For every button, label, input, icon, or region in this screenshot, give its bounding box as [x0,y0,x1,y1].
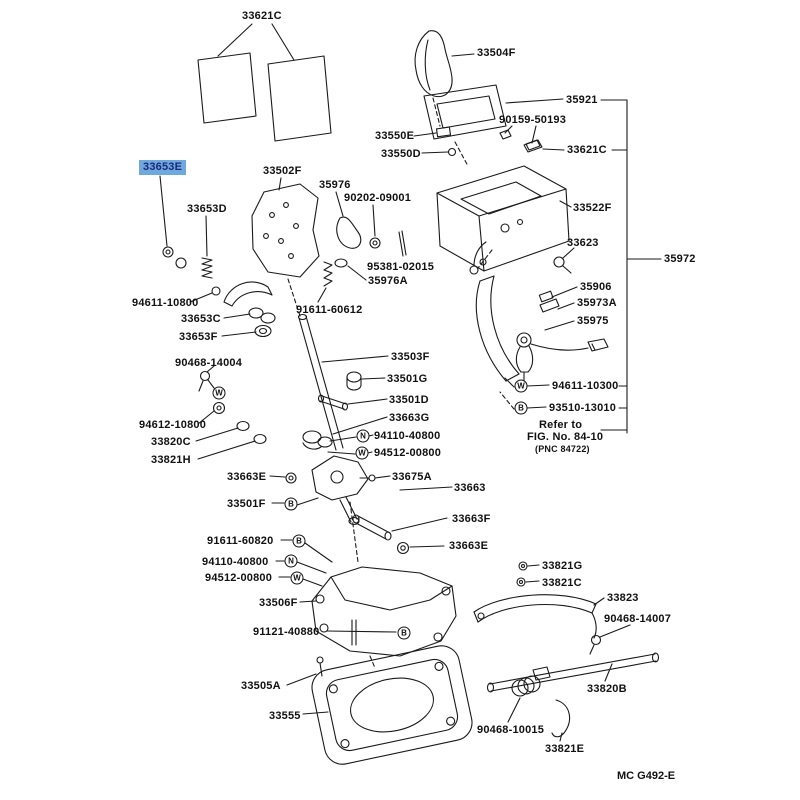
part-label-33501g[interactable]: 33501G [387,373,428,385]
part-label-33653f[interactable]: 33653F [179,331,218,343]
part-label-94512-00800[interactable]: 94512-00800 [205,572,273,584]
fastener-symbol-b-icon: B [397,626,411,640]
part-label-94611-10300[interactable]: 94611-10300 [552,380,619,392]
upper-housing-drawing [436,165,575,274]
part-label-33821g[interactable]: 33821G [542,560,583,572]
part-label-33501f[interactable]: 33501F [227,498,266,510]
part-label-33505a[interactable]: 33505A [241,680,281,692]
part-label-33550d[interactable]: 33550D [381,148,421,160]
fastener-symbol-w-icon: W [355,446,369,460]
part-label-90159-50193[interactable]: 90159-50193 [499,114,567,126]
figure-code: MC G492-E [617,770,676,782]
part-label-33501d[interactable]: 33501D [389,394,429,406]
part-label-94611-10800[interactable]: 94611-10800 [132,297,199,309]
part-label-33503f[interactable]: 33503F [391,351,430,363]
part-label-33653c[interactable]: 33653C [181,313,221,325]
shift-rod-drawing [297,313,389,451]
support-frame-drawing [299,566,457,669]
retainer-plate-drawing [251,177,320,317]
part-label-35973a[interactable]: 35973A [577,297,617,309]
fastener-symbol-b-icon: B [284,497,298,511]
part-label-90202-09001[interactable]: 90202-09001 [344,192,412,204]
part-label-33623[interactable]: 33623 [567,237,599,249]
part-label-33821h[interactable]: 33821H [151,454,191,466]
part-label-33550e[interactable]: 33550E [375,130,415,142]
part-label-91611-60820[interactable]: 91611-60820 [207,535,274,547]
part-label-91121-40880[interactable]: 91121-40880 [253,626,320,638]
part-label-90468-14007[interactable]: 90468-14007 [604,613,672,625]
part-label-91611-60612[interactable]: 91611-60612 [296,304,363,316]
left-small-parts-drawing [159,175,276,392]
lower-lever-drawing [269,455,453,587]
part-label-33663f[interactable]: 33663F [452,513,491,525]
part-label-fig-no-84-10[interactable]: FIG. No. 84-10 [527,431,604,443]
part-label-33653e[interactable]: 33653E [139,160,187,175]
fastener-symbol-b-icon: B [514,401,528,415]
part-label-pnc-84722: (PNC 84722) [535,444,590,454]
part-label-33663e[interactable]: 33663E [449,540,489,552]
part-label-35976a[interactable]: 35976A [368,275,408,287]
part-label-35975[interactable]: 35975 [577,315,609,327]
part-label-33821c[interactable]: 33821C [542,577,582,589]
part-label-35921[interactable]: 35921 [566,94,598,106]
control-rod-drawing [473,561,660,742]
part-label-93510-13010[interactable]: 93510-13010 [549,402,617,414]
fastener-symbol-n-icon: N [284,554,298,568]
part-label-94512-00800[interactable]: 94512-00800 [374,447,442,459]
part-label-90468-10015[interactable]: 90468-10015 [477,724,545,736]
fastener-symbol-w-icon: W [212,386,226,400]
part-label-33823[interactable]: 33823 [607,592,639,604]
part-label-33821e[interactable]: 33821E [545,743,585,755]
base-plate-drawing [286,645,473,765]
part-label-35906[interactable]: 35906 [580,281,612,293]
shift-cable-arm-drawing [469,241,609,410]
part-label-33663[interactable]: 33663 [454,482,486,494]
part-label-35976[interactable]: 35976 [319,179,351,191]
shim-plates-drawing [197,23,332,142]
part-label-33820b[interactable]: 33820B [587,683,627,695]
part-label-33506f[interactable]: 33506F [259,597,298,609]
part-label-90468-14004[interactable]: 90468-14004 [175,357,243,369]
part-label-95381-02015[interactable]: 95381-02015 [367,261,435,273]
fastener-symbol-w-icon: W [290,571,304,585]
part-label-94110-40800[interactable]: 94110-40800 [374,430,441,442]
part-label-33504f[interactable]: 33504F [477,47,516,59]
part-label-35972[interactable]: 35972 [664,253,696,265]
part-label-33621c[interactable]: 33621C [242,10,282,22]
part-label-33621c[interactable]: 33621C [567,144,607,156]
bezel-plate-drawing [413,84,628,167]
part-label-33555[interactable]: 33555 [269,710,301,722]
assembly-bracket-line-drawing [600,99,662,434]
fastener-symbol-b-icon: B [292,534,306,548]
part-label-33502f[interactable]: 33502F [263,165,302,177]
part-label-33653d[interactable]: 33653D [187,203,227,215]
part-label-33663e[interactable]: 33663E [227,471,267,483]
part-label-33820c[interactable]: 33820C [151,436,191,448]
part-label-33663g[interactable]: 33663G [389,412,430,424]
detent-lever-parts-drawing [317,191,407,303]
part-label-94110-40800[interactable]: 94110-40800 [202,556,269,568]
part-label-94612-10800[interactable]: 94612-10800 [139,419,207,431]
fastener-symbol-n-icon: N [356,429,370,443]
fastener-symbol-w-icon: W [514,379,528,393]
part-label-33675a[interactable]: 33675A [392,471,432,483]
mid-bushings-drawing [195,401,388,460]
part-label-33522f[interactable]: 33522F [573,202,612,214]
part-label-refer-to: Refer to [539,419,583,431]
